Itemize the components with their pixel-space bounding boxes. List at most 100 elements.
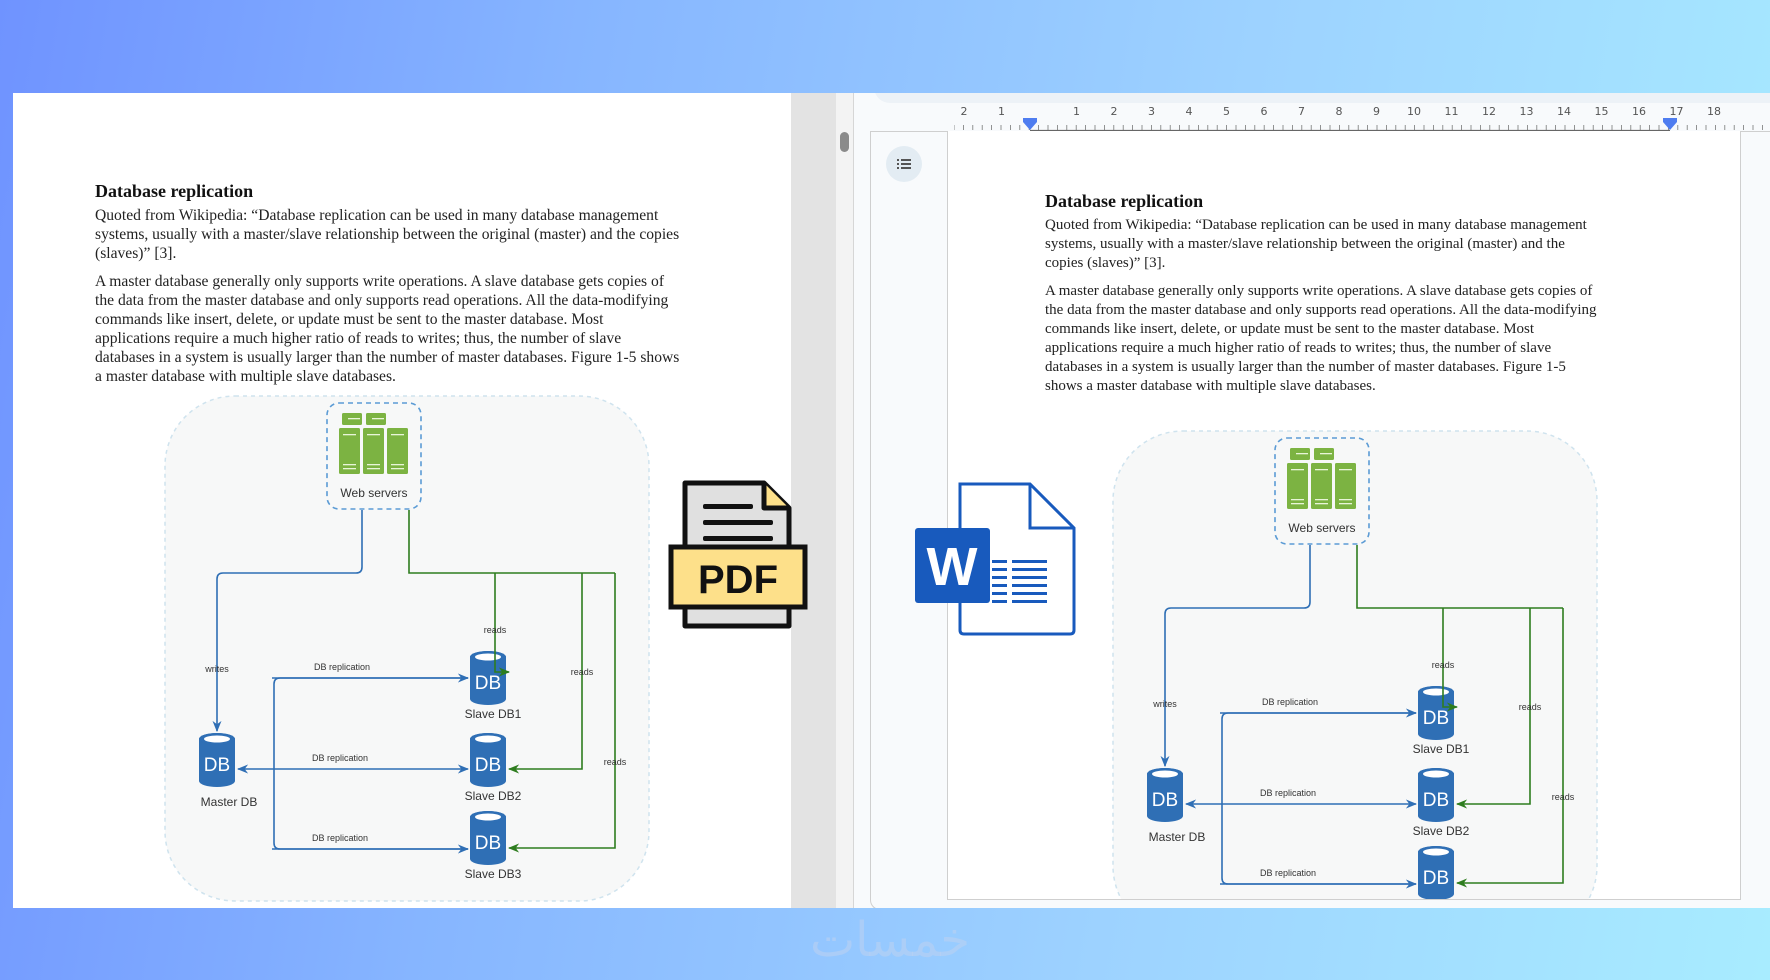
master-db-icon: DB bbox=[199, 733, 235, 787]
text-line: the data from the master database and on… bbox=[1045, 302, 1597, 318]
reads-label-1: reads bbox=[1432, 660, 1455, 670]
viewer-divider bbox=[791, 93, 836, 908]
ruler-number: 15 bbox=[1594, 105, 1609, 118]
scrollbar-track[interactable] bbox=[836, 93, 854, 908]
web-servers-label: Web servers bbox=[340, 486, 407, 500]
server-rack bbox=[363, 428, 384, 474]
reads-arrow-2 bbox=[507, 573, 583, 774]
server-slot bbox=[1339, 499, 1352, 501]
server-slot bbox=[391, 464, 404, 466]
server-slot bbox=[1291, 503, 1304, 505]
server-slot bbox=[1291, 469, 1304, 471]
ruler-number: 10 bbox=[1407, 105, 1421, 118]
db-cylinder-body bbox=[470, 651, 506, 705]
server-slot bbox=[367, 434, 380, 436]
replication-label-1: DB replication bbox=[1262, 697, 1318, 707]
server-slot bbox=[1296, 453, 1308, 455]
text-line: the data from the master database and on… bbox=[95, 292, 669, 309]
slave-db-icon-2: DB bbox=[470, 733, 506, 787]
replication-label-3: DB replication bbox=[1260, 868, 1316, 878]
db-glyph: DB bbox=[204, 755, 230, 776]
server-slot bbox=[1291, 499, 1304, 501]
db-cylinder-rim bbox=[1423, 848, 1449, 856]
server-slot bbox=[348, 418, 360, 420]
ruler-number: 18 bbox=[1707, 105, 1721, 118]
db-glyph: DB bbox=[475, 673, 501, 694]
ruler-number: 12 bbox=[1482, 105, 1496, 118]
replication-label-2: DB replication bbox=[1260, 788, 1316, 798]
reads-arrow-1 bbox=[1442, 608, 1459, 712]
text-line: databases in a system is usually larger … bbox=[1045, 359, 1566, 375]
left-indent-marker[interactable] bbox=[1023, 118, 1037, 130]
text-line: shows a master database with multiple sl… bbox=[1045, 378, 1376, 394]
server-slot bbox=[1339, 469, 1352, 471]
writes-label: writes bbox=[204, 664, 229, 674]
slave-db-icon-3: DB bbox=[1418, 846, 1454, 899]
document-outline-button[interactable] bbox=[886, 146, 922, 182]
db-cylinder-rim bbox=[475, 653, 501, 661]
slave-db-label-3: Slave DB3 bbox=[465, 867, 522, 881]
db-cylinder-body bbox=[1147, 768, 1183, 822]
writes-arrow bbox=[212, 510, 363, 733]
replication-label-1: DB replication bbox=[314, 662, 370, 672]
ruler-number: 9 bbox=[1373, 105, 1380, 118]
ruler-number: 3 bbox=[1148, 105, 1155, 118]
diagram-container bbox=[1112, 430, 1598, 899]
db-cylinder-rim bbox=[475, 735, 501, 743]
text-line: commands like insert, delete, or update … bbox=[95, 311, 604, 328]
scrollbar-thumb[interactable] bbox=[840, 132, 849, 152]
text-line: Quoted from Wikipedia: “Database replica… bbox=[1045, 217, 1587, 233]
text-line: commands like insert, delete, or update … bbox=[1045, 321, 1535, 337]
text-line: applications require a much higher ratio… bbox=[1045, 340, 1552, 356]
server-slot bbox=[391, 434, 404, 436]
master-db-label: Master DB bbox=[201, 795, 258, 809]
word-heading: Database replication bbox=[1045, 191, 1204, 211]
server-slot bbox=[372, 418, 384, 420]
pdf-file-icon: PDF bbox=[668, 480, 808, 629]
db-cylinder-rim bbox=[1423, 770, 1449, 778]
server-rack bbox=[1311, 463, 1332, 509]
reads-trunk bbox=[408, 510, 615, 574]
db-cylinder-body bbox=[1418, 768, 1454, 822]
ruler-number: 5 bbox=[1223, 105, 1230, 118]
db-cylinder-rim bbox=[1423, 688, 1449, 696]
ruler-number: 13 bbox=[1519, 105, 1534, 118]
word-paragraph-1: Quoted from Wikipedia: “Database replica… bbox=[1045, 216, 1587, 273]
db-glyph: DB bbox=[1423, 790, 1449, 811]
server-rack bbox=[339, 428, 360, 474]
server-slot bbox=[343, 468, 356, 470]
server-rack bbox=[1335, 463, 1356, 509]
list-icon bbox=[897, 159, 911, 169]
master-db-icon: DB bbox=[1147, 768, 1183, 822]
slave-db-label-1: Slave DB1 bbox=[465, 707, 522, 721]
ruler-number: 6 bbox=[1260, 105, 1268, 118]
text-line: databases in a system is usually larger … bbox=[95, 349, 680, 366]
writes-label: writes bbox=[1152, 699, 1177, 709]
reads-label-2: reads bbox=[1519, 702, 1542, 712]
ruler-number: 2 bbox=[960, 105, 968, 118]
diagram-container bbox=[164, 395, 650, 902]
reads-arrow-1 bbox=[494, 573, 511, 677]
master-db-label: Master DB bbox=[1149, 830, 1206, 844]
server-slot bbox=[1320, 453, 1332, 455]
web-servers-group bbox=[326, 402, 422, 510]
db-cylinder-body bbox=[470, 811, 506, 865]
replication-label-2: DB replication bbox=[312, 753, 368, 763]
reads-arrow-2 bbox=[1455, 608, 1531, 809]
server-slot bbox=[1315, 499, 1328, 501]
slave-db-label-1: Slave DB1 bbox=[1413, 742, 1470, 756]
word-document-page: Database replication Quoted from Wikiped… bbox=[947, 131, 1741, 900]
web-servers-group bbox=[1274, 437, 1370, 545]
server-slot bbox=[367, 464, 380, 466]
text-line: copies (slaves)” [3]. bbox=[1045, 255, 1166, 271]
text-line: systems, usually with a master/slave rel… bbox=[95, 226, 680, 243]
server-slot bbox=[343, 434, 356, 436]
db-cylinder-body bbox=[199, 733, 235, 787]
db-glyph: DB bbox=[1423, 868, 1449, 889]
right-indent-marker[interactable] bbox=[1663, 118, 1677, 130]
slave-db-icon-1: DB bbox=[1418, 686, 1454, 740]
db-glyph: DB bbox=[475, 833, 501, 854]
text-line: A master database generally only support… bbox=[95, 273, 665, 290]
ruler-number: 16 bbox=[1632, 105, 1646, 118]
